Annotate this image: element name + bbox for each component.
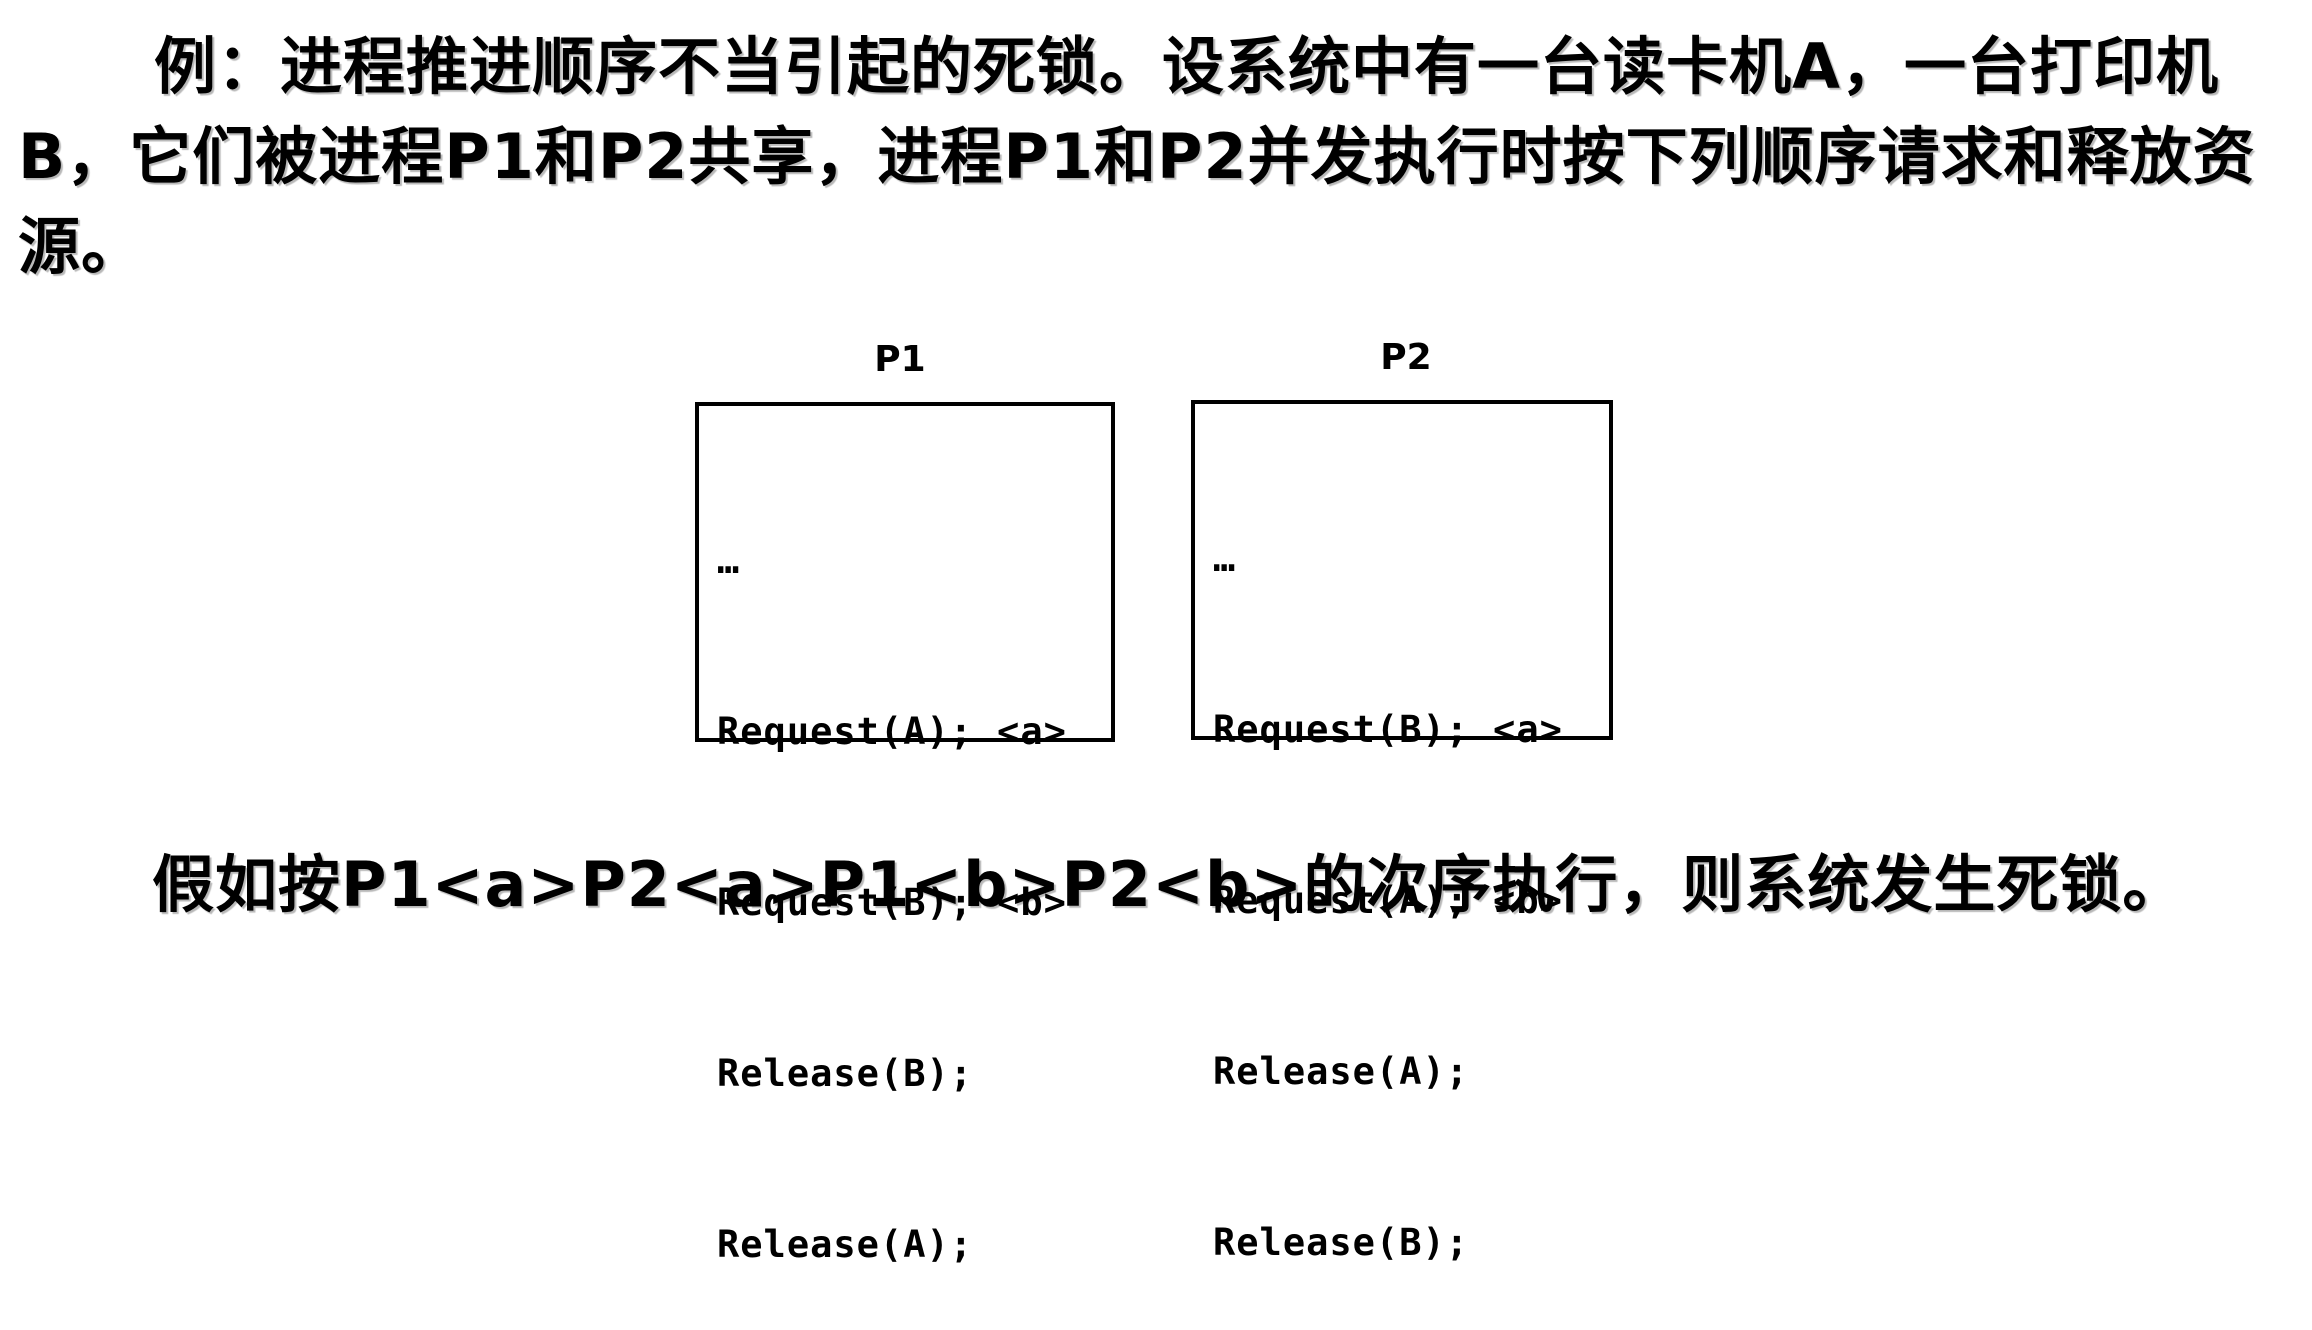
code-text: Request(B); xyxy=(717,881,974,924)
code-text: Request(A); xyxy=(717,710,974,753)
code-text: … xyxy=(717,539,741,582)
code-line: Release(B); xyxy=(1213,1214,1609,1271)
step-mark: <a> xyxy=(1493,708,1563,751)
step-mark: <a> xyxy=(997,710,1067,753)
code-line: Request(B); <a> xyxy=(1213,701,1609,758)
code-line: … xyxy=(717,532,1111,589)
code-line: Request(B); <b> xyxy=(717,874,1111,931)
code-text: Request(B); xyxy=(1213,708,1470,751)
code-line: Release(B); xyxy=(717,1045,1111,1102)
code-text: … xyxy=(1213,537,1237,580)
code-line: Release(A); xyxy=(717,1216,1111,1273)
code-text: Request(A); xyxy=(1213,879,1470,922)
code-line: Request(A); <b> xyxy=(1213,872,1609,929)
code-text: Release(B); xyxy=(717,1052,974,1095)
code-line: Request(A); <a> xyxy=(717,703,1111,760)
code-text: Release(A); xyxy=(1213,1050,1470,1093)
step-mark: <b> xyxy=(997,881,1067,924)
code-line: Release(A); xyxy=(1213,1043,1609,1100)
process-p1-code-box: … Request(A); <a> Request(B); <b> Release(… xyxy=(695,402,1115,1266)
step-mark: <b> xyxy=(1493,879,1563,922)
code-line: … xyxy=(1213,530,1609,587)
code-text: Release(A); xyxy=(717,1223,974,1266)
process-p2-code-box: … Request(B); <a> Request(A); <b> Release(… xyxy=(1191,400,1613,1264)
code-text: Release(B); xyxy=(1213,1221,1470,1264)
process-p2-title: P2 xyxy=(1380,337,1432,378)
conclusion-sentence: 假如按P1<a>P2<a>P1<b>P2<b>的次序执行，则系统发生死锁。 xyxy=(152,848,2186,921)
intro-paragraph: 例：进程推进顺序不当引起的死锁。设系统中有一台读卡机A，一台打印机B，它们被进程… xyxy=(18,30,2256,283)
process-p1-title: P1 xyxy=(874,339,926,380)
